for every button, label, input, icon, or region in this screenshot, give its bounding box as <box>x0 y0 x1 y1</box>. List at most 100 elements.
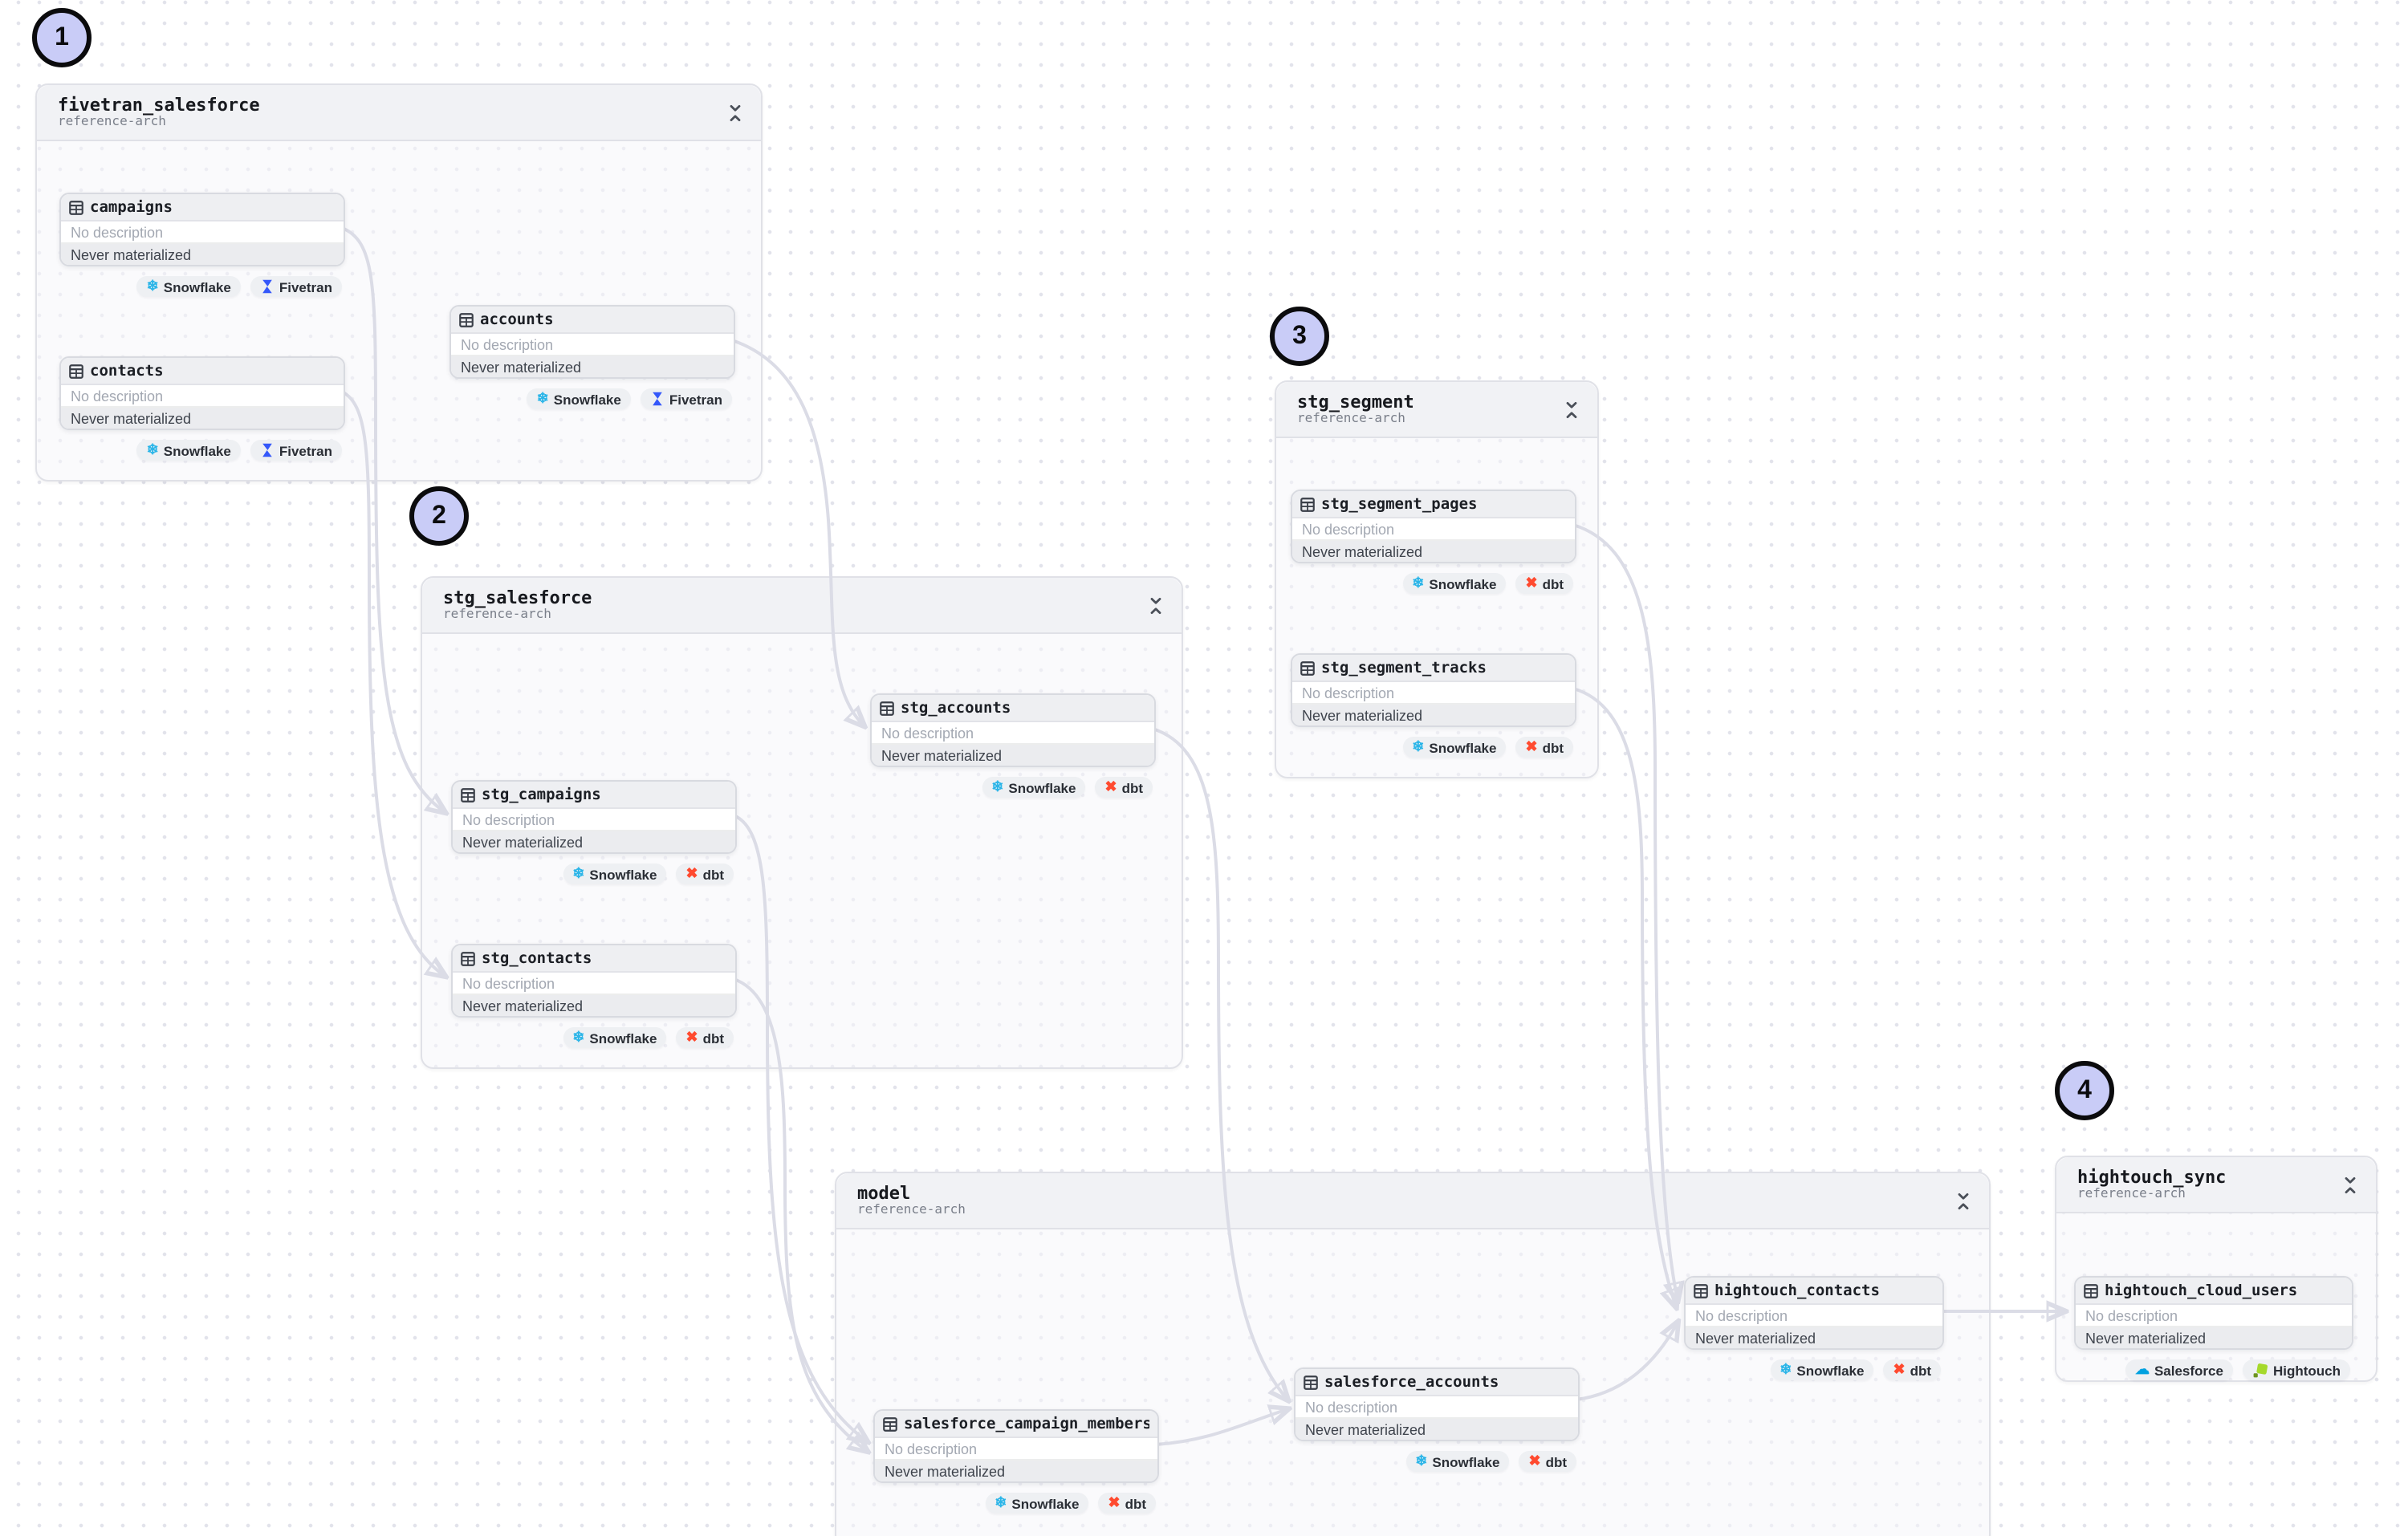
group-subtitle: reference-arch <box>443 607 551 622</box>
table-name: stg_contacts <box>482 949 592 967</box>
table-name-row[interactable]: stg_segment_pages <box>1292 491 1575 518</box>
table-name-row[interactable]: contacts <box>61 358 344 385</box>
dbt-icon: ✖ <box>685 1029 698 1045</box>
snowflake-icon: ❄ <box>146 441 159 457</box>
table-description-row: No description <box>61 385 344 408</box>
table-name-row[interactable]: salesforce_accounts <box>1296 1369 1578 1396</box>
collapse-group-button[interactable] <box>1146 595 1165 615</box>
table-name-row[interactable]: salesforce_campaign_members <box>875 1411 1157 1438</box>
snowflake-badge: ❄Snowflake <box>136 440 241 461</box>
table-icon <box>1694 1283 1708 1298</box>
collapse-group-button[interactable] <box>1954 1191 1973 1210</box>
table-description: No description <box>1695 1307 1788 1323</box>
table-materialization-row: Never materialized <box>1296 1419 1578 1440</box>
dbt-badge: ✖dbt <box>1095 777 1153 798</box>
table-materialization: Never materialized <box>1302 544 1423 560</box>
table-name: stg_accounts <box>901 699 1011 717</box>
table-materialization-row: Never materialized <box>1292 541 1575 562</box>
table-materialization: Never materialized <box>881 748 1003 764</box>
table-description: No description <box>885 1441 978 1457</box>
table-materialization-row: Never materialized <box>872 745 1154 766</box>
table-name-row[interactable]: campaigns <box>61 194 344 221</box>
badge-label: dbt <box>1542 739 1564 755</box>
snowflake-icon: ❄ <box>572 865 585 881</box>
badge-label: Snowflake <box>589 866 657 882</box>
annotation-circle-2: 2 <box>409 486 469 546</box>
snowflake-icon: ❄ <box>1415 1453 1428 1469</box>
table-badges: ❄Snowflake ✖dbt <box>451 863 734 884</box>
fivetran-icon <box>260 279 275 294</box>
table-name: stg_segment_pages <box>1321 495 1478 513</box>
table-name-row[interactable]: hightouch_contacts <box>1686 1278 1942 1305</box>
snowflake-badge: ❄Snowflake <box>982 777 1086 798</box>
table-icon <box>69 364 83 378</box>
table-description-row: No description <box>872 722 1154 745</box>
badge-label: Snowflake <box>1796 1362 1865 1378</box>
table-name-row[interactable]: stg_campaigns <box>453 782 735 809</box>
table-name-row[interactable]: accounts <box>451 307 734 334</box>
collapse-group-button[interactable] <box>2341 1175 2360 1194</box>
annotation-circle-3: 3 <box>1270 307 1329 366</box>
table-node-salesforce_campaign_members[interactable]: salesforce_campaign_members No descriptio… <box>873 1409 1159 1483</box>
table-icon <box>1300 660 1315 675</box>
table-description: No description <box>71 388 164 404</box>
dbt-icon: ✖ <box>1525 738 1538 754</box>
badge-label: dbt <box>702 866 724 882</box>
table-description-row: No description <box>61 221 344 244</box>
table-icon <box>69 200 83 214</box>
table-description: No description <box>462 811 555 827</box>
table-name-row[interactable]: stg_contacts <box>453 945 735 973</box>
badge-label: dbt <box>1121 779 1143 795</box>
badge-label: dbt <box>1910 1362 1931 1378</box>
table-icon <box>2084 1283 2098 1298</box>
dbt-icon: ✖ <box>685 865 698 881</box>
table-name-row[interactable]: stg_segment_tracks <box>1292 655 1575 682</box>
table-description-row: No description <box>453 809 735 831</box>
snowflake-icon: ❄ <box>1412 738 1425 754</box>
table-name: salesforce_campaign_members <box>904 1415 1149 1432</box>
table-materialization: Never materialized <box>2085 1331 2207 1347</box>
table-name-row[interactable]: stg_accounts <box>872 695 1154 722</box>
table-materialization-row: Never materialized <box>61 408 344 429</box>
snowflake-icon: ❄ <box>1780 1361 1792 1377</box>
collapse-vertical-icon <box>2342 1176 2358 1193</box>
collapse-vertical-icon <box>1955 1192 1971 1209</box>
collapse-group-button[interactable] <box>726 103 745 122</box>
badge-label: Hightouch <box>2272 1362 2341 1378</box>
badge-label: Snowflake <box>589 1030 657 1046</box>
collapse-group-button[interactable] <box>1562 400 1581 419</box>
snowflake-badge: ❄Snowflake <box>563 1027 667 1048</box>
dbt-icon: ✖ <box>1528 1453 1541 1469</box>
table-description: No description <box>462 975 555 991</box>
group-subtitle: reference-arch <box>857 1202 966 1217</box>
table-name-row[interactable]: hightouch_cloud_users <box>2076 1278 2352 1305</box>
table-badges: ❄Snowflake ✖dbt <box>870 777 1153 798</box>
group-subtitle: reference-arch <box>1297 411 1405 426</box>
table-icon <box>1304 1375 1318 1389</box>
badge-label: Snowflake <box>1429 739 1497 755</box>
table-badges: ❄Snowflake✖dbt <box>1684 1359 1941 1380</box>
snowflake-icon: ❄ <box>1412 575 1425 591</box>
table-description-row: No description <box>875 1438 1157 1461</box>
snowflake-badge: ❄Snowflake <box>563 863 667 884</box>
